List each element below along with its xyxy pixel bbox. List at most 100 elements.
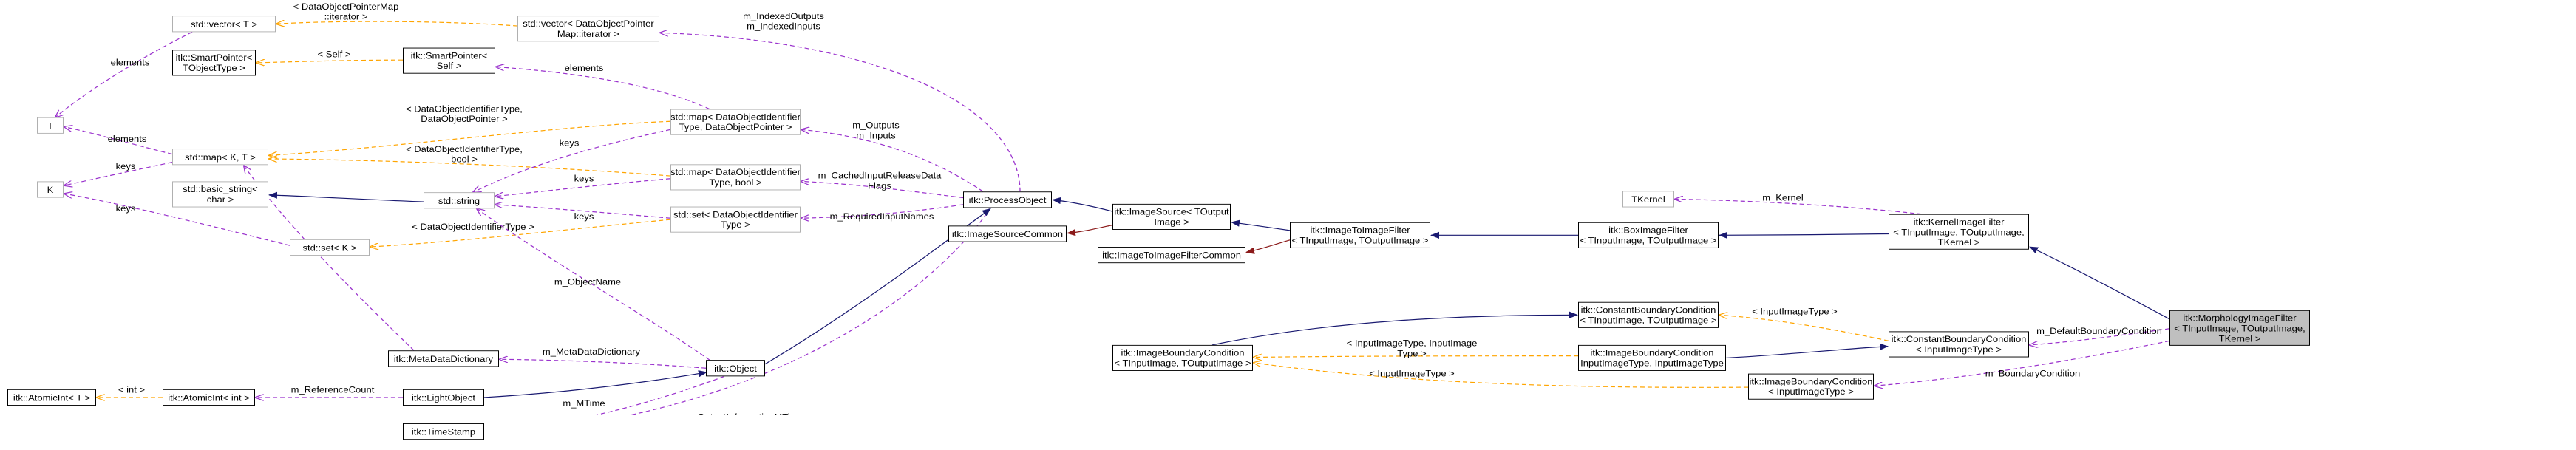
node-label-line: std::string <box>438 195 480 206</box>
node-itk-constantboundarycondition-tin-tout[interactable]: itk::ConstantBoundaryCondition< TInputIm… <box>1578 301 1719 328</box>
node-itk-imagesourcecommon[interactable]: itk::ImageSourceCommon <box>948 225 1067 242</box>
edge-vector-t-elements-to-t <box>55 31 193 117</box>
edge-label: keys <box>574 212 594 222</box>
node-itk-object[interactable]: itk::Object <box>706 360 765 377</box>
node-label-line: std::basic_string< <box>183 184 258 194</box>
edge-const-bc-iit-to-const-bc-tin <box>1719 315 1889 341</box>
node-std-vector-t[interactable]: std::vector< T > <box>172 16 276 33</box>
node-label-line: itk::ConstantBoundaryCondition <box>1580 304 1716 316</box>
node-label-line: TKernel <box>1631 194 1665 205</box>
node-label-line: itk::AtomicInt< int > <box>168 392 250 403</box>
edge-object-mtime-to-timestamp <box>593 375 725 415</box>
node-itk-imagetoimagefiltercommon[interactable]: itk::ImageToImageFilterCommon <box>1098 247 1245 264</box>
edge-image-to-image-common-to-filter <box>1245 239 1291 254</box>
edge-object-metadata-to-dict <box>500 359 707 369</box>
node-label-line: itk::ImageBoundaryCondition <box>1749 376 1873 387</box>
node-label-line: Type > <box>721 219 750 230</box>
node-label-line: itk::BoxImageFilter <box>1608 225 1688 236</box>
edge-label: keys <box>116 203 136 213</box>
node-itk-smartpointer-tobjecttype[interactable]: itk::SmartPointer<TObjectType > <box>172 50 256 76</box>
node-label-line: Type, bool > <box>709 177 762 188</box>
edge-ibc-tin-to-const-bc-tin-inherit <box>1211 311 1578 346</box>
node-itk-imagetoimagefilter[interactable]: itk::ImageToImageFilter< TInputImage, TO… <box>1290 222 1430 248</box>
edge-map-did-dop-elements-to-smartptr-self <box>496 67 710 110</box>
edge-label: < InputImageType, InputImage <box>1347 338 1478 348</box>
edge-process-object-indexed-to-vector-iter <box>660 33 1021 192</box>
node-itk-morphologyimagefilter[interactable]: itk::MorphologyImageFilter< TInputImage,… <box>2169 310 2310 346</box>
node-label-line: itk::KernelImageFilter <box>1913 216 2005 227</box>
node-itk-constantboundarycondition-iit[interactable]: itk::ConstantBoundaryCondition< InputIma… <box>1889 331 2029 358</box>
node-itk-metadatadictionary[interactable]: itk::MetaDataDictionary <box>388 350 499 367</box>
edge-metadata-dict-m-dictionary-to-map-kt <box>244 166 415 351</box>
edge-label: < InputImageType > <box>1752 307 1838 316</box>
node-label-line: itk::ImageToImageFilter <box>1310 225 1410 236</box>
edge-label: m_ObjectName <box>554 277 621 287</box>
edge-label: < InputImageType > <box>1369 369 1455 378</box>
edge-set-did-to-set-k <box>370 219 671 247</box>
node-label-line: itk::SmartPointer< <box>410 50 488 61</box>
node-std-string[interactable]: std::string <box>424 192 495 209</box>
node-itk-smartpointer-self[interactable]: itk::SmartPointer<Self > <box>403 47 495 74</box>
edge-process-object-required-to-set-did <box>801 204 964 218</box>
node-label-line: itk::ImageSourceCommon <box>951 228 1064 239</box>
edge-map-did-dop-to-map-kt <box>269 120 671 155</box>
node-itk-imageboundarycondition-tin-tout[interactable]: itk::ImageBoundaryCondition< TInputImage… <box>1112 344 1253 371</box>
node-label-line: < InputImageType > <box>1916 344 2002 355</box>
node-itk-atomicint-int[interactable]: itk::AtomicInt< int > <box>163 389 255 406</box>
edge-process-object-cached-to-map-did-bool <box>801 181 964 199</box>
edge-label: < DataObjectIdentifierType, <box>406 144 523 154</box>
node-k[interactable]: K <box>37 181 64 198</box>
node-itk-lightobject[interactable]: itk::LightObject <box>403 389 484 406</box>
node-label-line: itk::MorphologyImageFilter <box>2183 313 2297 323</box>
node-tkernel[interactable]: TKernel <box>1622 191 1674 208</box>
node-label-line: itk::ImageBoundaryCondition <box>1590 347 1714 358</box>
edge-morphology-boundary-to-ibc-single <box>1875 340 2170 386</box>
node-label-line: < TInputImage, TOutputImage > <box>1580 315 1717 326</box>
node-std-set-k[interactable]: std::set< K > <box>290 239 370 256</box>
edge-process-object-outputs-to-map-did-dop <box>801 129 984 192</box>
edge-label: < Self > <box>318 50 351 59</box>
node-label-line: itk::MetaDataDictionary <box>393 353 494 364</box>
edge-label: Flags <box>868 181 891 191</box>
edge-label: < DataObjectPointerMap <box>293 1 399 11</box>
node-label-line: std::map< DataObjectIdentifier <box>670 112 801 123</box>
node-label-line: itk::ImageToImageFilterCommon <box>1102 250 1241 261</box>
node-label-line: std::map< DataObjectIdentifier <box>670 167 801 177</box>
node-label-line: std::set< DataObjectIdentifier <box>673 209 798 220</box>
edge-label: elements <box>111 58 150 67</box>
node-label-line: < TInputImage, TOutputImage > <box>1580 235 1717 246</box>
edge-process-object-output-mtime-to-timestamp <box>627 208 991 415</box>
edge-label: m_RequiredInputNames <box>830 212 934 222</box>
node-std-map-k-t[interactable]: std::map< K, T > <box>172 149 268 166</box>
node-itk-processobject[interactable]: itk::ProcessObject <box>963 191 1052 208</box>
node-label-line: std::vector< DataObjectPointer <box>523 18 654 29</box>
edge-label: m_MTime <box>563 398 605 408</box>
node-label-line: std::vector< T > <box>191 18 257 30</box>
node-std-basic-string-char[interactable]: std::basic_string<char > <box>172 181 268 208</box>
edge-layer: < DataObjectPointerMap::iterator >< Self… <box>0 1 2170 415</box>
edge-label: m_DefaultBoundaryCondition <box>2036 327 2162 336</box>
edge-label: m_OutputInformationMTime <box>684 412 803 415</box>
node-itk-imageboundarycondition-iit-iit[interactable]: itk::ImageBoundaryCondition< InputImageT… <box>1578 344 1726 371</box>
node-itk-imageboundarycondition-iit[interactable]: itk::ImageBoundaryCondition< InputImageT… <box>1748 373 1874 400</box>
node-itk-atomicint-t[interactable]: itk::AtomicInt< T > <box>7 389 96 406</box>
node-itk-boximagefilter[interactable]: itk::BoxImageFilter< TInputImage, TOutpu… <box>1578 222 1719 248</box>
edge-label: ::iterator > <box>324 12 368 21</box>
node-t[interactable]: T <box>37 117 64 134</box>
node-label-line: itk::ProcessObject <box>968 194 1047 205</box>
edge-label: m_BoundaryCondition <box>1985 369 2081 378</box>
node-label-line: itk::AtomicInt< T > <box>13 392 91 403</box>
node-itk-timestamp[interactable]: itk::TimeStamp <box>403 423 484 440</box>
node-itk-kernelimagefilter[interactable]: itk::KernelImageFilter< TInputImage, TOu… <box>1889 214 2029 250</box>
node-label-line: TKernel > <box>1937 236 1980 248</box>
edge-label: elements <box>565 63 604 72</box>
node-label-line: Self > <box>436 61 462 71</box>
edge-label: keys <box>574 174 594 183</box>
edge-map-kt-elements-to-t <box>64 127 173 155</box>
edge-smartptr-self-to-tobj <box>256 60 404 63</box>
